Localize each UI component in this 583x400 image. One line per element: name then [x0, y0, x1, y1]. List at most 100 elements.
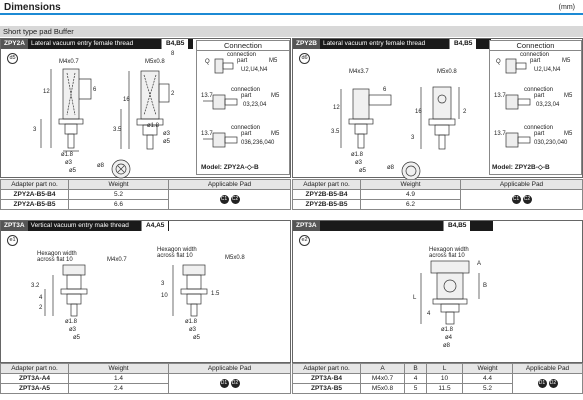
zpy2b-dim-12: 12 [333, 105, 340, 111]
zpy2a-pad-c2: C2 [230, 195, 240, 204]
zpy2a-conn1-part: part [237, 58, 248, 64]
zpy2a-dim-3: 3 [33, 127, 37, 133]
zpy2a-r2-part: ZPY2A-B5-B5 [0, 199, 69, 210]
zpy2b-connection-drawing [505, 58, 531, 148]
zpt3ab-d8: ø8 [443, 343, 451, 349]
zpy2b-dim-16: 16 [415, 109, 422, 115]
zpt3av-hex1b: across flat 10 [37, 257, 73, 263]
zpy2a-connection-box: Connection Q connection part M5 U2,U4,N4… [196, 40, 290, 175]
zpt3ab-r2-part: ZPT3A-B5 [292, 383, 361, 394]
zpy2a-dim-35: 3.5 [113, 127, 122, 133]
zpy2b-model: Model: ZPY2B-◇-B [492, 164, 550, 171]
zpy2a-conn3-m5: M5 [271, 131, 280, 137]
zpt3ab-r1-l: 10 [426, 373, 463, 384]
zpy2b-conn1-codes: U2,U4,N4 [534, 67, 561, 73]
zpt3av-m5: M5x0.8 [225, 255, 245, 261]
zpy2b-sizes: B4,B5 [449, 39, 477, 49]
zpy2b-conn1-m5: M5 [562, 58, 571, 64]
zpy2a-conn1-m5: M5 [269, 58, 278, 64]
zpy2b-conn3-m5: M5 [564, 131, 573, 137]
zpt3ab-sizes: B4,B5 [443, 221, 471, 231]
zpt3av-d18b: ø1.8 [185, 319, 198, 325]
zpt3av-hex1: Hexagon width [37, 251, 77, 257]
zpt3av-desc: Vertical vacuum entry male thread [30, 222, 129, 229]
zpy2a-conn1-codes: U2,U4,N4 [241, 67, 268, 73]
zpy2b-dim-d8: ø8 [387, 165, 395, 171]
zpt3ab-d18: ø1.8 [441, 327, 454, 333]
zpt3ab-band: ZPT3A B4,B5 [293, 221, 493, 231]
zpt3ab-th-l: L [426, 363, 463, 374]
zpy2a-conn1: connection [227, 52, 257, 58]
zpy2b-connection-title: Connection [490, 41, 581, 51]
zpt3av-th-weight: Weight [68, 363, 169, 374]
zpy2b-connection-box: Connection Q connection part M5 U2,U4,N4… [489, 40, 582, 175]
zpy2b-desc: Lateral vacuum entry female thread [322, 40, 426, 47]
zpy2a-dim-d3: ø3 [65, 160, 73, 166]
zpy2b-drawing [340, 86, 460, 181]
unit-label: (mm) [558, 4, 575, 11]
zpy2b-table: Adapter part no. Weight Applicable Pad Z… [292, 179, 583, 210]
zpt3ab-r2-weight: 5.2 [462, 383, 513, 394]
zpt3ab-r2-b: 5 [404, 383, 427, 394]
zpy2b-r2-weight: 6.2 [360, 199, 461, 210]
zpy2a-dim-d8: ø8 [97, 163, 105, 169]
zpy2b-circle-tag: d6 [299, 53, 310, 64]
zpy2b-conn3-part: part [534, 131, 545, 137]
zpt3ab-code: ZPT3A [293, 221, 320, 231]
zpy2b-conn2-m5: M5 [564, 93, 573, 99]
zpt3av-pad-d2: D2 [230, 379, 240, 388]
zpy2a-conn2: connection [231, 87, 261, 93]
zpt3av-d3: ø3 [69, 327, 77, 333]
zpy2a-conn2-part: part [241, 93, 252, 99]
zpt3av-4: 4 [39, 295, 43, 301]
zpt3ab-4: 4 [427, 311, 431, 317]
zpt3av-2: 2 [39, 305, 43, 311]
zpy2b-dim-m4: M4x3.7 [349, 69, 369, 75]
zpt3ab-r1-weight: 4.4 [462, 373, 513, 384]
zpt3av-d3b: ø3 [189, 327, 197, 333]
section-header: Short type pad Buffer [0, 26, 583, 37]
zpt3av-r1-weight: 1.4 [68, 373, 169, 384]
zpy2b-th-pad: Applicable Pad [460, 179, 583, 190]
zpy2a-dim-16: 16 [123, 97, 130, 103]
zpy2a-dim-e8: 8 [171, 51, 175, 57]
zpt3ab-hex: Hexagon width [429, 247, 469, 253]
zpy2b-dim-d18: ø1.8 [351, 152, 364, 158]
page-header: Dimensions (mm) [0, 0, 583, 16]
zpy2a-conn3-part: part [241, 131, 252, 137]
zpt3ab-r2-l: 11.5 [426, 383, 463, 394]
zpy2b-dim-6: 6 [383, 87, 387, 93]
zpt3ab-th-a: A [360, 363, 405, 374]
zpy2a-conn2-m5: M5 [271, 93, 280, 99]
zpy2a-sizes: B4,B5 [161, 39, 189, 49]
table-row: ZPT3A-B5 M5x0.8 5 11.5 5.2 [292, 383, 583, 394]
panel-zpt3a-b: ZPT3A B4,B5 e2 Hexagon width across flat… [292, 220, 583, 363]
zpt3ab-table: Adapter part no. A B L Weight Applicable… [292, 363, 583, 394]
zpt3ab-th-pad: Applicable Pad [512, 363, 583, 374]
zpy2b-dim-d5: ø5 [359, 168, 367, 174]
zpy2a-dim-6: 6 [93, 87, 97, 93]
zpy2b-conn2: connection [524, 87, 554, 93]
zpy2a-conn3: connection [231, 125, 261, 131]
zpy2b-dim-m5: M5x0.8 [437, 69, 457, 75]
zpt3ab-r2-a: M5x0.8 [360, 383, 405, 394]
zpy2a-dim-d3b: ø3 [163, 131, 171, 137]
zpy2b-conn2-part: part [534, 93, 545, 99]
zpy2b-conn3-dim: 13.7 [494, 131, 506, 137]
zpt3av-hex2b: across flat 10 [157, 253, 193, 259]
zpt3av-table: Adapter part no. Weight Applicable Pad Z… [0, 363, 291, 394]
zpy2b-conn3-codes: 030,230,040 [534, 140, 568, 146]
zpt3av-sizes: A4,A5 [141, 221, 169, 231]
zpt3ab-d4: ø4 [445, 335, 453, 341]
table-row: ZPY2B-B5-B5 6.2 [292, 199, 583, 210]
zpy2b-conn2-codes: 03,23,04 [536, 102, 560, 108]
zpy2b-pad-c2: C2 [522, 195, 532, 204]
